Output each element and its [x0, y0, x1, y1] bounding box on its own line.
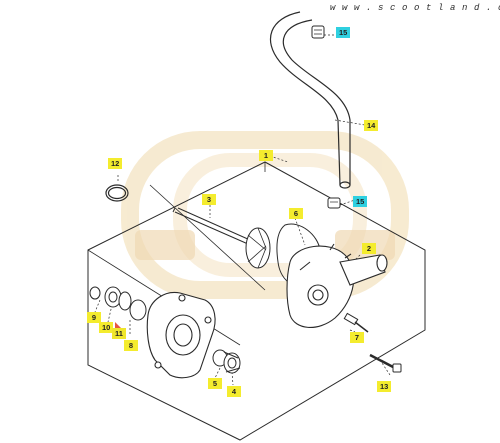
- callout-3: 3: [202, 194, 216, 205]
- callout-13: 13: [377, 381, 392, 392]
- callout-14: 14: [364, 120, 379, 131]
- callout-9: 9: [87, 312, 101, 323]
- bolt-7: [343, 312, 369, 333]
- callout-5: 5: [208, 378, 222, 389]
- bolt-13: [369, 353, 402, 373]
- coolant-hose: [270, 11, 351, 189]
- callout-1: 1: [259, 150, 273, 161]
- callout-4: 4: [227, 386, 241, 397]
- callout-11: 11: [112, 328, 126, 339]
- callout-8: 8: [124, 340, 138, 351]
- callout-7: 7: [350, 332, 364, 343]
- pump-body: [286, 243, 388, 328]
- seal-set: [89, 286, 147, 321]
- hose-clamp-lower: [327, 197, 341, 209]
- bearing-set: [212, 349, 241, 374]
- impeller: [245, 227, 271, 269]
- watermark-url: w w w . s c o o t l a n d . c z: [330, 3, 500, 13]
- callout-12: 12: [108, 158, 123, 169]
- leader-lines: [94, 34, 391, 386]
- hose-clamp-upper: [311, 25, 325, 39]
- callout-6: 6: [289, 208, 303, 219]
- assembly-outline: [87, 161, 426, 441]
- o-ring-12: [105, 184, 129, 202]
- callout-10: 10: [99, 322, 114, 333]
- pump-cover: [146, 291, 216, 379]
- pump-shaft: [172, 207, 251, 245]
- callout-15-upper: 15: [336, 27, 351, 38]
- callout-15-lower: 15: [353, 196, 368, 207]
- callout-2: 2: [362, 243, 376, 254]
